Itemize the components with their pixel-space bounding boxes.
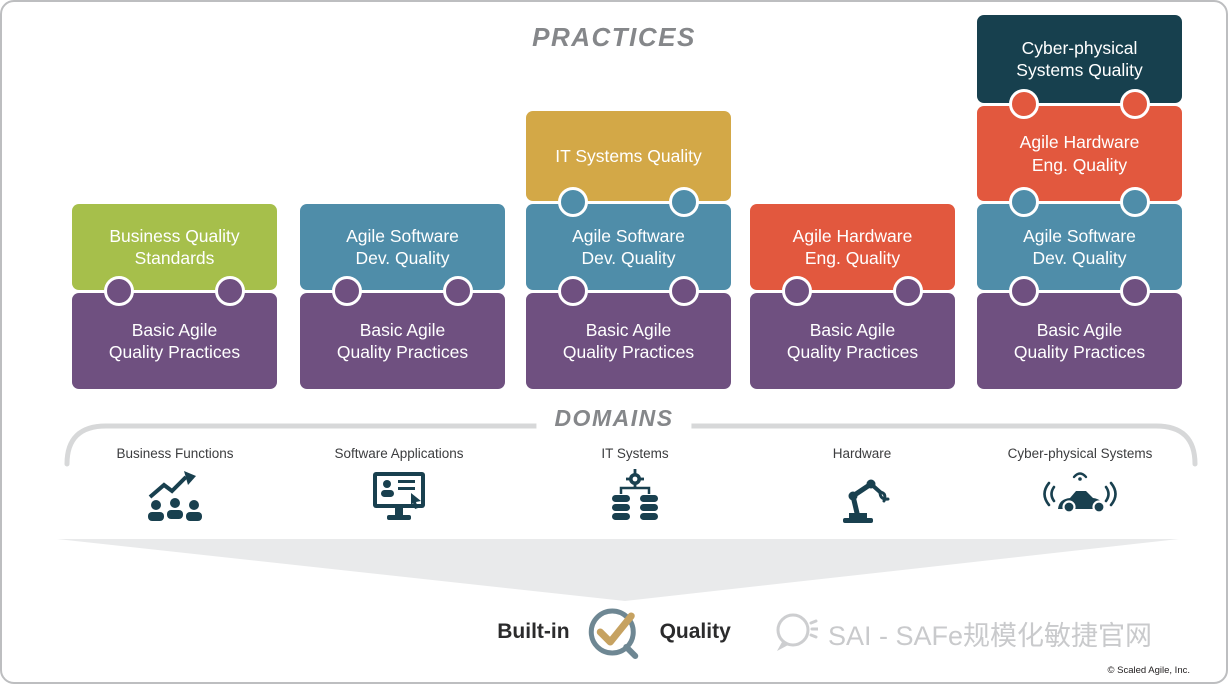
practice-column-business: Business Quality Standards Basic Agile Q… (72, 204, 277, 389)
funnel-shape (57, 539, 1179, 601)
practice-block-label: Agile Hardware Eng. Quality (1019, 132, 1140, 175)
practice-block: Business Quality Standards (72, 204, 277, 290)
watermark-text: SAI - SAFe规模化敏捷官网 (828, 620, 1153, 651)
domain-label-it-systems: IT Systems (601, 446, 669, 461)
practice-column-hardware: Agile Hardware Eng. Quality Basic Agile … (750, 204, 955, 389)
practice-block-label: IT Systems Quality (555, 145, 702, 166)
copyright-text: © Scaled Agile, Inc. (1107, 665, 1190, 676)
watermark: SAI - SAFe规模化敏捷官网 (772, 610, 1152, 656)
practice-block: Agile Software Dev. Quality (526, 187, 731, 290)
practice-block-label: Agile Software Dev. Quality (1023, 225, 1136, 268)
domain-label-business: Business Functions (116, 446, 234, 461)
software-applications-icon (369, 469, 429, 528)
domain-label-hardware: Hardware (832, 446, 892, 461)
practice-block-label: Basic Agile Quality Practices (562, 319, 695, 362)
practice-block-label: Cyber-physical Systems Quality (1016, 37, 1143, 80)
built-in-text: Built-in (497, 620, 570, 643)
practice-block-label: Basic Agile Quality Practices (336, 319, 469, 362)
practice-block: Agile Hardware Eng. Quality (977, 89, 1182, 201)
cyber-physical-systems-icon (1042, 469, 1118, 520)
domain-label-cyber-physical: Cyber-physical Systems (1007, 446, 1153, 461)
practice-block: Agile Software Dev. Quality (300, 204, 505, 290)
built-in-quality-lockup: Built-in Quality (497, 603, 731, 661)
practice-block-label: Basic Agile Quality Practices (108, 319, 241, 362)
practice-column-cyber-physical: Cyber-physical Systems Quality Agile Har… (977, 15, 1182, 389)
business-functions-icon (144, 469, 206, 528)
practice-block-label: Business Quality Standards (109, 225, 240, 268)
domain-label-software: Software Applications (334, 446, 464, 461)
hardware-icon (833, 469, 891, 530)
practice-column-software: Agile Software Dev. Quality Basic Agile … (300, 204, 505, 389)
it-systems-icon (605, 469, 665, 530)
practice-block: Basic Agile Quality Practices (526, 276, 731, 389)
practice-block-label: Agile Hardware Eng. Quality (792, 225, 913, 268)
practice-block: IT Systems Quality (526, 111, 731, 201)
practice-block: Agile Software Dev. Quality (977, 187, 1182, 290)
quality-text: Quality (659, 620, 731, 643)
practice-block: Agile Hardware Eng. Quality (750, 204, 955, 290)
domains-title: DOMAINS (536, 405, 692, 432)
practice-block: Basic Agile Quality Practices (300, 276, 505, 389)
practice-block-label: Basic Agile Quality Practices (786, 319, 919, 362)
practice-block: Basic Agile Quality Practices (977, 276, 1182, 389)
practice-column-it-systems: IT Systems Quality Agile Software Dev. Q… (526, 111, 731, 389)
practices-title: PRACTICES (532, 22, 696, 52)
practice-block: Cyber-physical Systems Quality (977, 15, 1182, 103)
practice-block: Basic Agile Quality Practices (72, 276, 277, 389)
speech-bubble-icon (772, 610, 818, 656)
practice-block-label: Agile Software Dev. Quality (346, 225, 459, 268)
quality-check-icon (586, 603, 644, 661)
practice-block-label: Agile Software Dev. Quality (572, 225, 685, 268)
practice-block: Basic Agile Quality Practices (750, 276, 955, 389)
practice-block-label: Basic Agile Quality Practices (1013, 319, 1146, 362)
